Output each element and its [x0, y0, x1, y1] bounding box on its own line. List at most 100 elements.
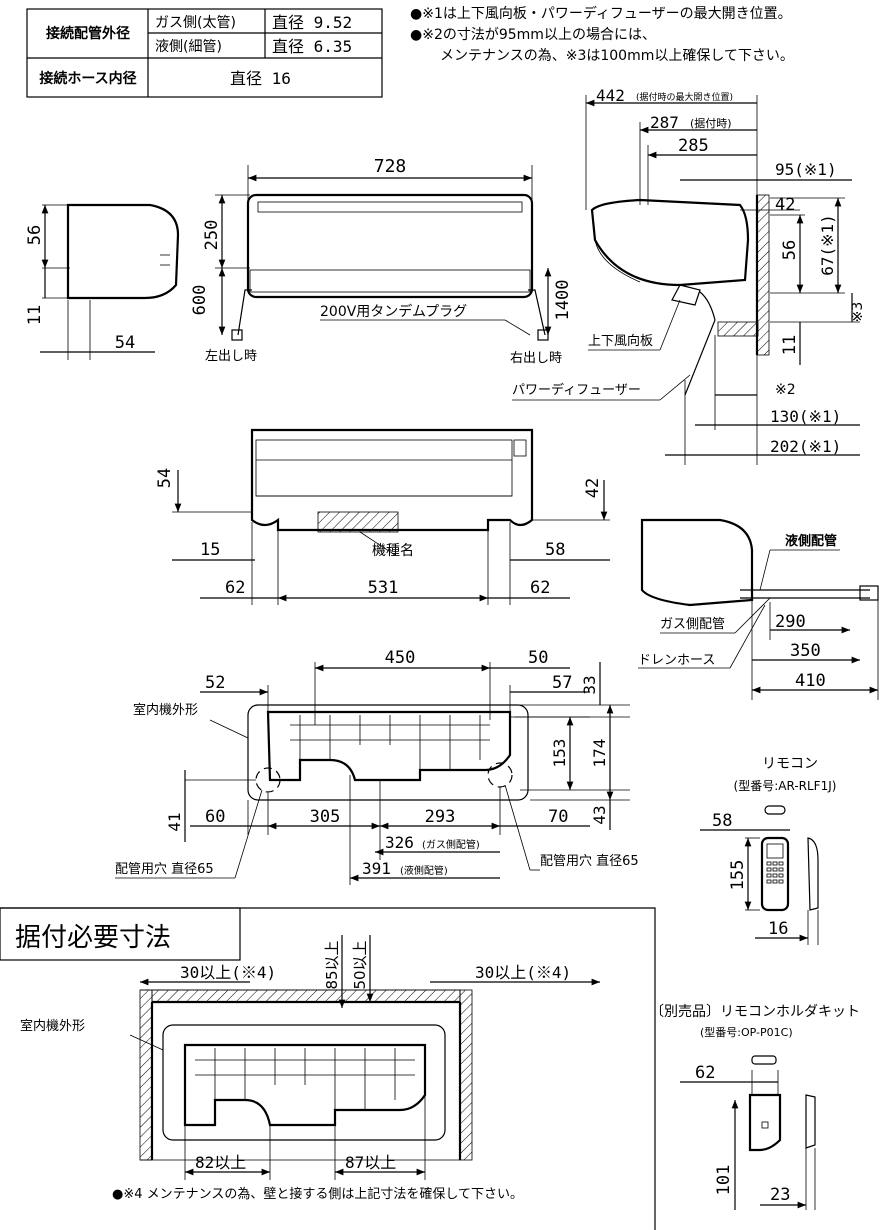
star-3: ※3	[850, 302, 866, 323]
right-side-view: 442 (据付時の最大開き位置) 287 (据付時) 285 95(※1) 42…	[512, 86, 866, 465]
note-3: メンテナンスの為、※3は100mm以上確保して下さい。	[440, 48, 794, 64]
dim-285: 285	[678, 136, 709, 156]
install-section: 据付必要寸法 30以上(※4) 30以上(※4) 85以上 50以上 室内機外形	[0, 907, 656, 1230]
dim-350: 350	[790, 641, 821, 661]
dim-11-right: 11	[780, 335, 800, 355]
hose-value: 直径 16	[230, 69, 291, 88]
dim-391-note: (液側配管)	[400, 864, 448, 877]
dim-43: 43	[590, 805, 609, 824]
dim-56: 56	[25, 225, 45, 245]
dim-62-holder: 62	[695, 1063, 715, 1083]
dim-101: 101	[714, 1165, 734, 1196]
dim-391: 391	[362, 859, 391, 878]
dim-52: 52	[205, 673, 225, 693]
right-out-label: 右出し時	[510, 351, 562, 366]
dim-293: 293	[425, 807, 456, 827]
gas-value: 直径 9.52	[272, 13, 352, 32]
plug-label: 200V用タンデムプラグ	[320, 303, 467, 320]
dim-153: 153	[550, 739, 569, 768]
note-2: ●※2の寸法が95mm以上の場合には、	[410, 27, 656, 43]
dim-130: 130(※1)	[770, 407, 841, 426]
front-view: 728 250 600 1400 200V用タンデムプラグ 左出し時 右出し時	[190, 156, 573, 366]
dim-450: 450	[385, 648, 416, 668]
dim-287: 287	[650, 113, 679, 132]
left-clearance: 30以上(※4)	[180, 963, 276, 982]
remote-model: (型番号:AR-RLF1J)	[734, 779, 837, 793]
dim-326: 326	[385, 833, 414, 852]
left-out-label: 左出し時	[205, 349, 257, 364]
hole-left-label: 配管用穴 直径65	[115, 862, 214, 877]
dim-287-note: (据付時)	[690, 116, 732, 130]
hole-right-label: 配管用穴 直径65	[540, 854, 639, 869]
dim-15: 15	[200, 540, 220, 560]
diffuser-label: パワーディフューザー	[512, 382, 641, 398]
dim-155: 155	[728, 860, 748, 891]
bottom-view: 54 42 15 58 機種名 62 531 62	[155, 428, 610, 605]
outline-label: 室内機外形	[133, 702, 198, 718]
dim-70: 70	[548, 807, 568, 827]
dim-50: 50	[528, 648, 548, 668]
dim-41: 41	[165, 812, 184, 831]
liquid-label: 液側(細管)	[155, 39, 222, 55]
louver-label: 上下風向板	[588, 333, 653, 349]
model-label: 機種名	[372, 543, 414, 559]
dim-11: 11	[25, 305, 45, 325]
dim-87: 87以上	[345, 1153, 396, 1172]
dim-250: 250	[202, 220, 222, 251]
dim-1400: 1400	[553, 280, 573, 321]
dim-600: 600	[190, 285, 210, 316]
left-side-view: 56 11 54	[25, 203, 180, 360]
drain-label: ドレンホース	[638, 653, 715, 668]
remote-title: リモコン	[762, 756, 818, 772]
holder-view: 〔別売品〕リモコンホルダキット (型番号:OP-P01C) 62 101 23	[650, 1004, 860, 1210]
notes: ●※1は上下風向板・パワーディフューザーの最大開き位置。 ●※2の寸法が95mm…	[410, 5, 794, 64]
dim-95: 95(※1)	[775, 160, 837, 179]
dim-42: 42	[775, 195, 795, 215]
install-title: 据付必要寸法	[15, 923, 171, 953]
liquid-value: 直径 6.35	[272, 37, 352, 56]
dim-54: 54	[115, 333, 135, 353]
star-2: ※2	[775, 382, 796, 398]
dim-62-right: 62	[530, 578, 550, 598]
hose-label: 接続ホース内径	[39, 70, 136, 87]
liquid-pipe-label: 液側配管	[785, 533, 837, 549]
pipe-view: 液側配管 ガス側配管 ドレンホース 290 350 410	[638, 518, 879, 700]
note-1: ●※1は上下風向板・パワーディフューザーの最大開き位置。	[410, 5, 792, 22]
holder-title: 〔別売品〕リモコンホルダキット	[650, 1004, 860, 1020]
dim-202: 202(※1)	[770, 437, 841, 456]
dim-728: 728	[374, 156, 407, 177]
remote-view: リモコン (型番号:AR-RLF1J) 58 155 16	[700, 756, 836, 945]
spec-table: 接続配管外径 ガス側(太管) 直径 9.52 液側(細管) 直径 6.35 接続…	[26, 8, 383, 98]
dim-410: 410	[795, 671, 826, 691]
dim-60: 60	[205, 807, 225, 827]
dim-62-left: 62	[225, 578, 245, 598]
dim-174: 174	[590, 739, 609, 768]
dim-67: 67(※1)	[818, 214, 837, 276]
dim-57: 57	[552, 673, 572, 693]
note-4: ●※4 メンテナンスの為、壁と接する側は上記寸法を確保して下さい。	[112, 1186, 523, 1202]
gas-pipe-label: ガス側配管	[660, 617, 725, 632]
mounting-plate-view: 450 50 52 57 33 室内機外形 153	[115, 648, 639, 885]
dim-42-bottom: 42	[583, 478, 603, 498]
top-50: 50以上	[351, 940, 369, 989]
dim-290: 290	[775, 612, 806, 632]
dim-56-right: 56	[780, 240, 800, 260]
dim-326-note: (ガス側配管)	[422, 838, 480, 851]
gas-label: ガス側(太管)	[155, 15, 236, 31]
dim-58-remote: 58	[712, 811, 732, 831]
dim-442: 442	[596, 86, 625, 105]
connection-pipe-label: 接続配管外径	[46, 25, 130, 42]
right-clearance: 30以上(※4)	[475, 963, 571, 982]
dim-33: 33	[580, 675, 599, 694]
dim-442-note: (据付時の最大開き位置)	[636, 91, 733, 103]
dim-82: 82以上	[195, 1153, 246, 1172]
install-outline-label: 室内機外形	[20, 1018, 85, 1034]
dim-54-bottom: 54	[155, 468, 175, 488]
dim-16: 16	[768, 919, 788, 939]
dim-23: 23	[770, 1185, 790, 1205]
dim-305: 305	[310, 807, 341, 827]
top-85: 85以上	[323, 940, 341, 989]
dim-531: 531	[368, 578, 399, 598]
holder-model: (型番号:OP-P01C)	[700, 1025, 793, 1039]
